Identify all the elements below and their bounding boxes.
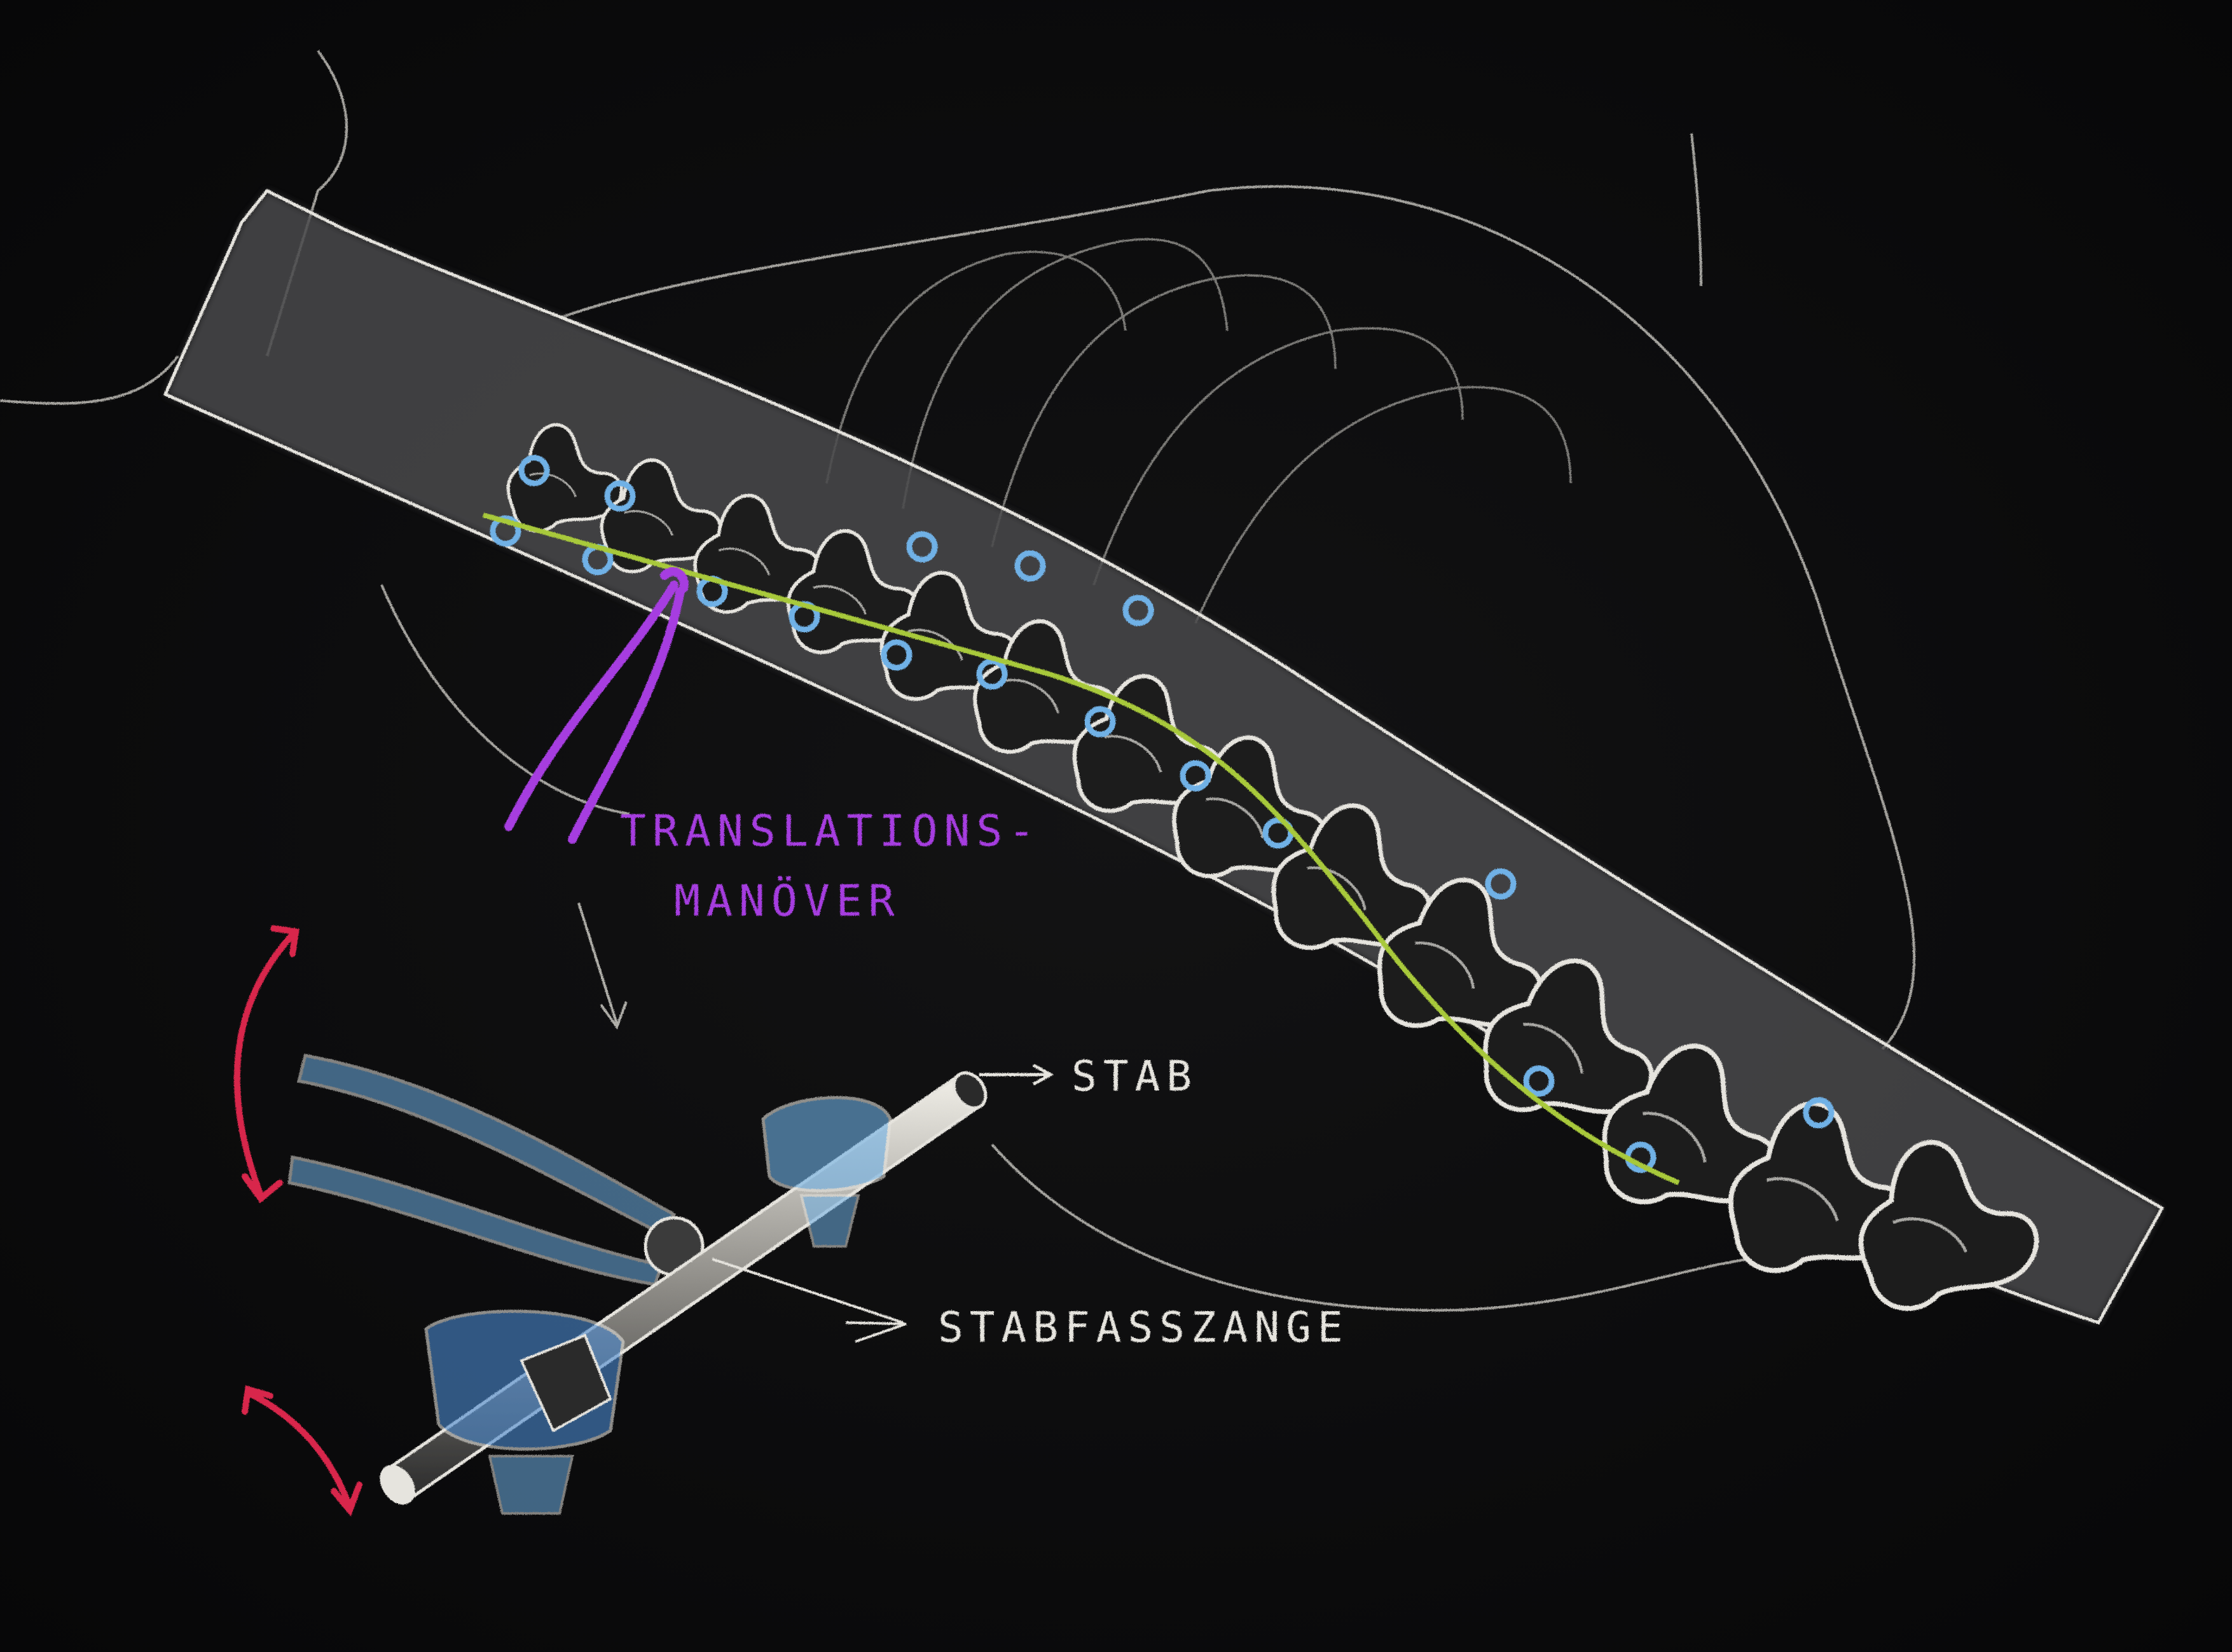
rib-arcs: [825, 238, 1572, 624]
rod-label: STAB: [1071, 1052, 1198, 1101]
rod-gripper-label: STABFASSZANGE: [938, 1303, 1349, 1352]
spinal-rod-line: [482, 513, 1680, 1185]
arrow-right-icon: [979, 1063, 1054, 1086]
torso-outline: [0, 50, 1916, 1312]
arrow-right-icon: [712, 1258, 907, 1343]
arrow-down-icon: [577, 902, 628, 1030]
translation-maneuver-label-line1: TRANSLATIONS-: [620, 806, 1041, 857]
rod-gripper-drawing: [287, 1054, 988, 1515]
forceps-icon: [504, 567, 689, 844]
translation-maneuver-label-line2: MANÖVER: [674, 876, 901, 926]
curved-double-arrow-icon: [233, 925, 362, 1517]
pedicle-screws: [490, 455, 1835, 1173]
